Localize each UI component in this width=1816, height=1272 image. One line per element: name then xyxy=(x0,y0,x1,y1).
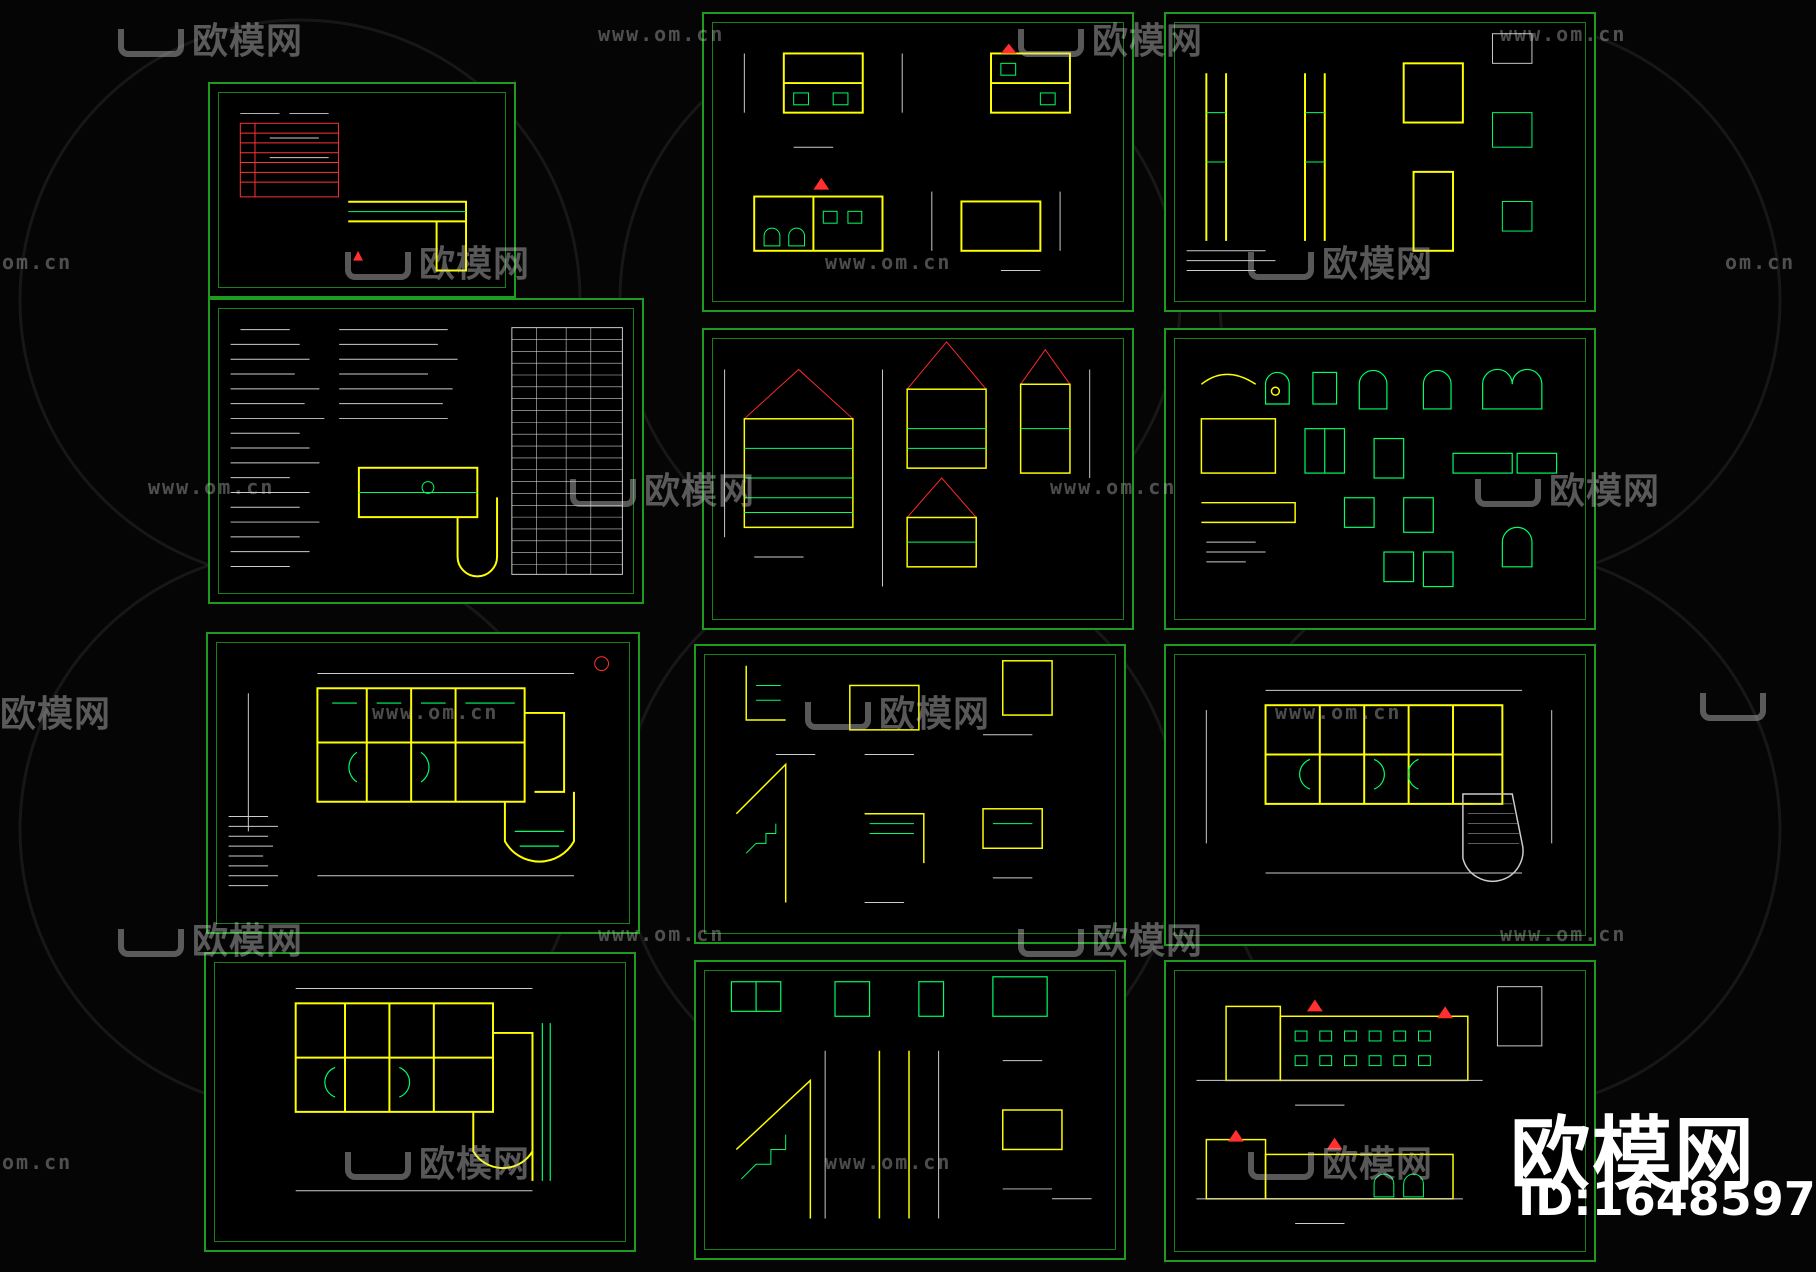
sofa-icon xyxy=(1700,693,1766,721)
notes-drawing xyxy=(230,327,623,578)
sofa-icon xyxy=(805,702,871,730)
watermark-url: www.om.cn xyxy=(372,700,499,724)
drawing-sheet-windows xyxy=(1164,328,1596,630)
watermark-logo: 欧模网 xyxy=(118,912,303,964)
sofa-icon xyxy=(1018,929,1084,957)
sofa-icon xyxy=(1475,479,1541,507)
sofa-icon xyxy=(118,29,184,57)
brand-id-label: ID:1648597 xyxy=(1518,1172,1816,1226)
sofa-icon xyxy=(1248,252,1314,280)
sections-drawing xyxy=(743,43,1071,272)
index-drawing xyxy=(239,112,468,272)
drawing-sheet-floor-plan-1 xyxy=(206,632,640,934)
drawing-sheet-index xyxy=(208,82,516,298)
watermark-logo: 欧模网 xyxy=(0,694,112,735)
drawing-sheet-tower xyxy=(702,328,1134,630)
watermark-url: www.om.cn xyxy=(825,1150,952,1174)
drawing-sheet-notes xyxy=(208,298,644,604)
watermark-url: www.om.cn xyxy=(825,250,952,274)
watermark-logo: 欧模网 xyxy=(1248,235,1433,287)
watermark-url: www.om.cn xyxy=(1275,700,1402,724)
sofa-icon xyxy=(1018,29,1084,57)
watermark-url: om.cn xyxy=(2,250,73,274)
elevations-drawing xyxy=(1196,986,1543,1224)
watermark-logo: 欧模网 xyxy=(345,1135,530,1187)
drawing-sheet-floor-plan-2 xyxy=(204,952,636,1252)
sofa-icon xyxy=(345,1152,411,1180)
watermark-logo: 欧模网 xyxy=(570,462,755,514)
watermark-url: om.cn xyxy=(2,1150,73,1174)
drawing-sheet-floor-plan-3 xyxy=(1164,644,1596,946)
sofa-icon xyxy=(118,929,184,957)
watermark-logo: 欧模网 xyxy=(1475,462,1660,514)
watermark-url: www.om.cn xyxy=(1500,922,1627,946)
drawing-sheet-window-stair xyxy=(694,960,1126,1260)
watermark-logo: 欧模网 xyxy=(1018,12,1203,64)
sofa-icon xyxy=(570,479,636,507)
tower-drawing xyxy=(724,341,1091,587)
brand-title: 欧模网 xyxy=(1510,1108,1756,1201)
watermark-logo: 欧模网 xyxy=(118,12,303,64)
watermark-url: www.om.cn xyxy=(1500,22,1627,46)
floor-plan-2-drawing xyxy=(294,988,551,1192)
sofa-icon xyxy=(1248,1152,1314,1180)
watermark-logo xyxy=(1700,685,1774,726)
watermark-url: www.om.cn xyxy=(598,22,725,46)
drawing-sheet-stairs xyxy=(694,644,1126,944)
drawing-sheet-elevations xyxy=(1164,960,1596,1262)
drawing-sheet-wall-details xyxy=(1164,12,1596,312)
floor-plan-3-drawing xyxy=(1205,689,1553,882)
windows-drawing xyxy=(1200,368,1558,588)
floor-plan-1-drawing xyxy=(228,656,610,887)
watermark-url: www.om.cn xyxy=(148,475,275,499)
watermark-url: www.om.cn xyxy=(598,922,725,946)
stairs-drawing xyxy=(735,660,1053,904)
watermark-logo: 欧模网 xyxy=(1018,912,1203,964)
watermark-logo: 欧模网 xyxy=(1248,1135,1433,1187)
sofa-icon xyxy=(345,252,411,280)
watermark-logo: 欧模网 xyxy=(805,685,990,737)
watermark-url: www.om.cn xyxy=(1050,475,1177,499)
drawing-sheet-sections xyxy=(702,12,1134,312)
watermark-logo: 欧模网 xyxy=(345,235,530,287)
window-stair-drawing xyxy=(730,976,1092,1219)
wall-details-drawing xyxy=(1186,33,1533,272)
watermark-url: om.cn xyxy=(1725,250,1796,274)
